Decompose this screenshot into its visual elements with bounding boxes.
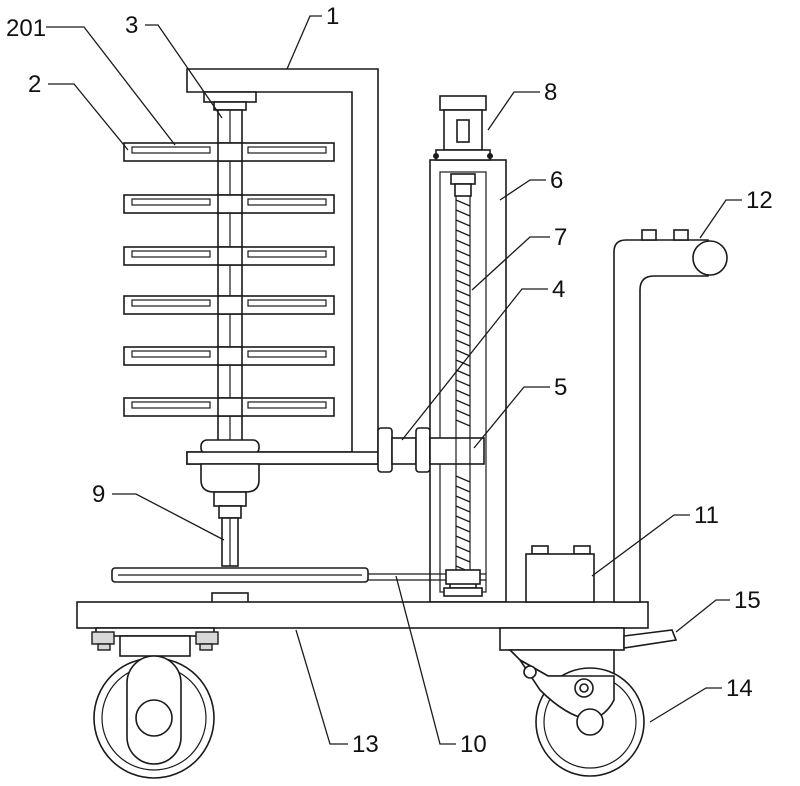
top-motor (434, 96, 493, 160)
label-15: 15 (734, 587, 761, 614)
label-5: 5 (554, 374, 567, 401)
label-12: 12 (746, 187, 773, 214)
label-2: 2 (28, 71, 41, 98)
label-7: 7 (554, 224, 567, 251)
lower-bearing (187, 440, 378, 506)
cart-base (77, 602, 648, 628)
label-201: 201 (6, 15, 46, 42)
push-handle (614, 230, 727, 602)
front-wheel (92, 628, 218, 778)
label-11: 11 (694, 502, 719, 529)
brake-pedal (624, 630, 676, 648)
label-1: 1 (326, 3, 339, 30)
label-13: 13 (352, 731, 379, 758)
lower-shaft (212, 506, 248, 603)
control-box (526, 546, 594, 602)
rear-caster (500, 628, 644, 776)
lifting-column (430, 160, 506, 602)
connector-block (378, 428, 430, 472)
slider-nut (430, 438, 484, 464)
label-4: 4 (552, 276, 565, 303)
label-14: 14 (726, 675, 753, 702)
label-10: 10 (460, 731, 487, 758)
label-6: 6 (550, 167, 563, 194)
label-3: 3 (125, 12, 138, 39)
label-9: 9 (92, 481, 105, 508)
label-8: 8 (544, 79, 557, 106)
